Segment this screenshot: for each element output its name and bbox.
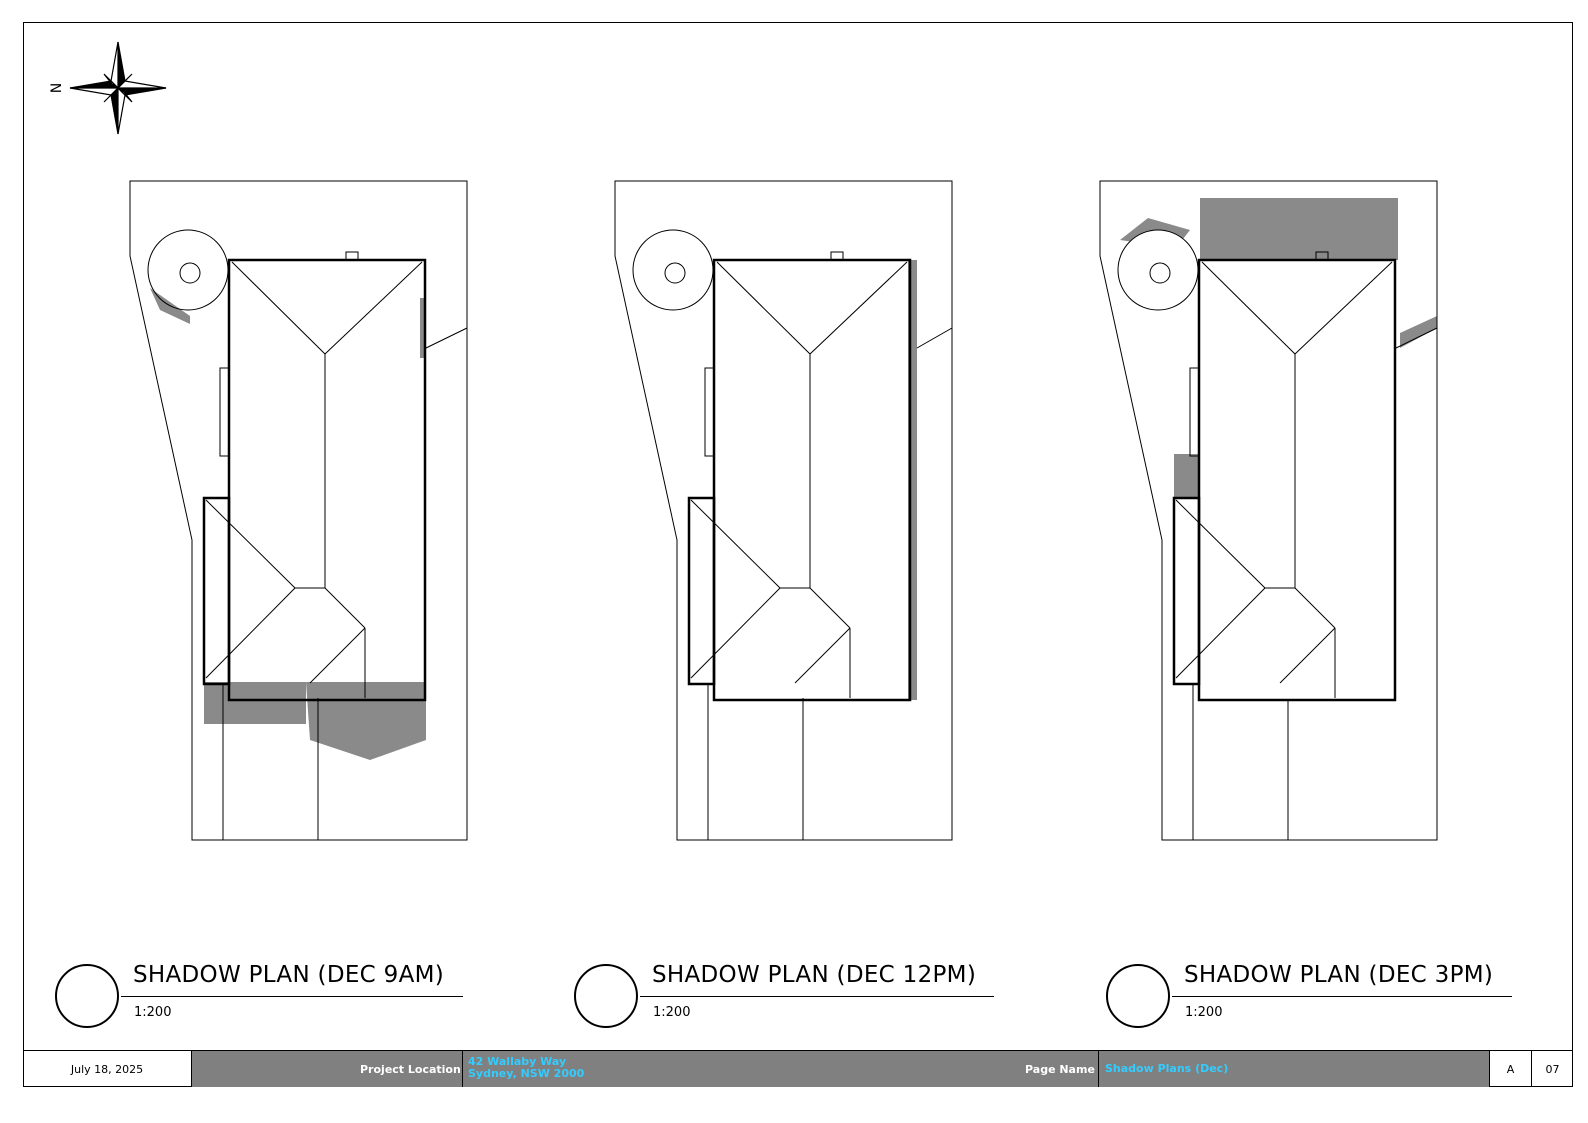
footer-divider [1098,1051,1099,1087]
project-location-label: Project Location [360,1062,461,1076]
shadow-plan-3pm [1090,178,1450,844]
title-circle-icon [1106,964,1170,1028]
sheet-footer: July 18, 2025 Project Location 42 Wallab… [23,1050,1573,1087]
footer-date: July 18, 2025 [23,1051,192,1087]
plan-scale: 1:200 [653,1005,691,1020]
shadow-plan-12pm [605,178,965,844]
shadow-areas [908,260,917,700]
plan-title: SHADOW PLAN (DEC 12PM) [652,962,977,988]
project-location-line2: Sydney, NSW 2000 [468,1067,585,1080]
footer-divider [462,1051,463,1087]
plan-title-block-12pm: SHADOW PLAN (DEC 12PM) 1:200 [574,960,1004,1040]
plan-title: SHADOW PLAN (DEC 3PM) [1184,962,1494,988]
revision-cell: A [1489,1051,1531,1087]
title-circle-icon [55,964,119,1028]
page-name-value: Shadow Plans (Dec) [1105,1062,1229,1075]
title-circle-icon [574,964,638,1028]
sheet-number-cell: 07 [1531,1051,1573,1087]
project-location-value: 42 Wallaby Way Sydney, NSW 2000 [468,1056,584,1080]
north-arrow-icon: N [44,40,170,138]
page-name-label: Page Name [1025,1062,1095,1076]
title-rule [1172,996,1512,997]
title-rule [640,996,994,997]
plan-title-block-9am: SHADOW PLAN (DEC 9AM) 1:200 [55,960,475,1040]
plan-scale: 1:200 [1185,1005,1223,1020]
footer-band: Project Location 42 Wallaby Way Sydney, … [192,1051,1489,1087]
title-rule [121,996,463,997]
plan-scale: 1:200 [134,1005,172,1020]
project-location-line1: 42 Wallaby Way [468,1055,567,1068]
shadow-plan-9am [120,178,480,844]
plan-title-block-3pm: SHADOW PLAN (DEC 3PM) 1:200 [1106,960,1536,1040]
north-label: N [49,83,65,93]
plan-title: SHADOW PLAN (DEC 9AM) [133,962,445,988]
shadow-areas [150,288,426,760]
